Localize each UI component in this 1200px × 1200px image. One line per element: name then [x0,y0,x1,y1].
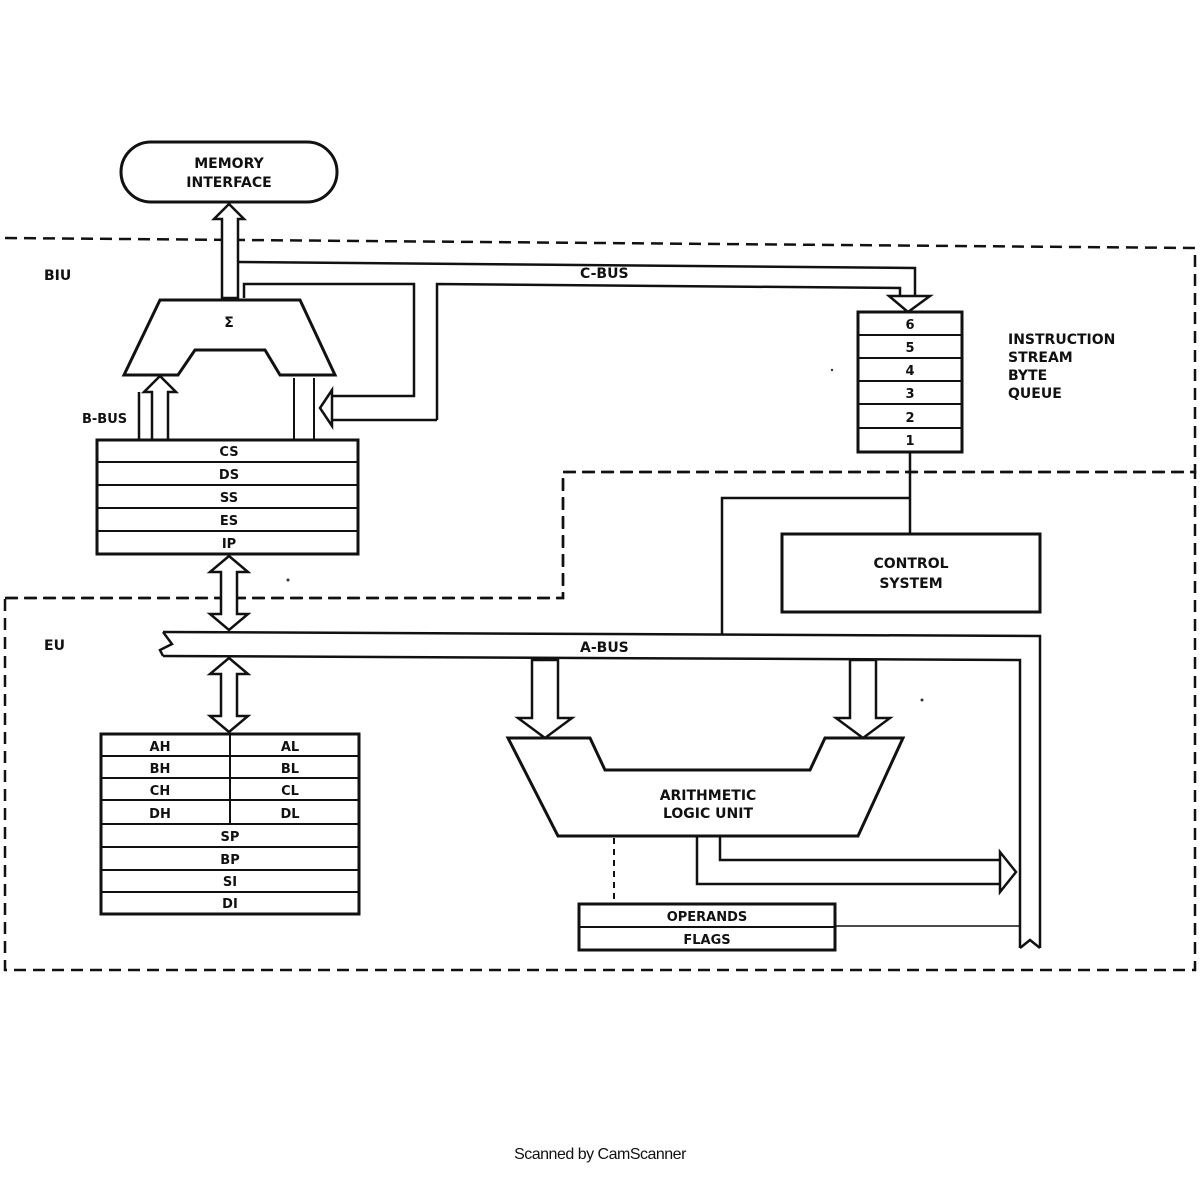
operands-label: OPERANDS [667,910,748,925]
a-bus-register-arrow [206,656,252,734]
eu-label: EU [44,638,65,654]
memory-interface-box [119,140,339,204]
a-bus-label: A-BUS [580,640,629,656]
flags-label: FLAGS [683,933,730,948]
register-ch: CH [150,784,170,799]
eu-boundary [3,470,1197,972]
scanner-watermark: Scanned by CamScanner [514,1146,686,1163]
control-system-box [780,532,1042,614]
register-dl: DL [280,807,299,822]
c-bus-lower-line [435,282,902,420]
adder-feed-line-outer [242,282,416,398]
register-dh: DH [149,807,171,822]
register-cl: CL [281,784,299,799]
queue-byte-2: 2 [905,411,914,426]
scan-speck [830,368,834,372]
queue-byte-4: 4 [905,364,914,379]
register-bh: BH [150,762,171,777]
memory-bus-arrow [210,202,248,300]
queue-byte-6: 6 [905,318,914,333]
register-cs: CS [219,445,238,460]
b-bus-label: B-BUS [82,412,127,427]
arithmetic-logic-unit [505,736,906,838]
biu-eu-link-arrow [206,554,252,632]
operands-flags-block: OPERANDS FLAGS [577,902,837,952]
c-bus-label: C-BUS [580,266,629,282]
alu-input-left-arrow [514,658,576,740]
memory-interface-line-1: MEMORY [194,156,264,172]
scan-speck [920,698,924,702]
queue-byte-3: 3 [905,387,914,402]
register-ip: IP [222,537,236,552]
queue-label-line-3: BYTE [1008,368,1047,384]
control-system-line-1: CONTROL [873,556,948,572]
control-link-line [720,496,910,634]
a-bus-lower-line [162,654,1022,948]
address-adder [121,298,338,377]
queue-byte-5: 5 [905,341,914,356]
scan-speck [286,578,290,582]
register-bp: BP [220,853,239,868]
alu-output-line-upper [718,836,1000,862]
register-ds: DS [219,468,239,483]
segment-register-block: CS DS SS ES IP [95,438,360,556]
adder-feed-arrowhead [318,385,334,431]
register-di: DI [222,897,238,912]
a-bus-upper-line [162,630,1042,948]
alu-label-line-1: ARITHMETIC [660,788,757,804]
memory-interface-line-2: INTERFACE [186,175,271,191]
register-sp: SP [221,830,240,845]
b-bus-arrow [140,374,180,442]
register-es: ES [220,514,238,529]
alu-label-line-2: LOGIC UNIT [663,806,753,822]
queue-label-line-4: QUEUE [1008,386,1062,402]
c-bus-arrowhead [885,294,934,314]
register-ss: SS [220,491,238,506]
instruction-queue: 6 5 4 3 2 1 [856,310,964,454]
register-si: SI [223,875,237,890]
adder-label: Σ [224,315,234,331]
a-bus-left-end [158,631,174,657]
control-system-line-2: SYSTEM [879,576,942,592]
queue-byte-1: 1 [905,434,914,449]
c-bus-upper-line [237,260,917,296]
biu-label: BIU [44,268,71,284]
register-ah: AH [150,740,171,755]
alu-input-right-arrow [832,658,894,740]
alu-output-line-lower [695,836,1000,886]
register-bl: BL [281,762,299,777]
queue-label-line-2: STREAM [1008,350,1073,366]
register-al: AL [281,740,299,755]
a-bus-bottom-end [1019,938,1041,949]
queue-label-line-1: INSTRUCTION [1008,332,1115,348]
alu-output-arrowhead [998,848,1018,896]
general-register-block: AH AL BH BL CH CL DH DL SP BP SI DI [99,732,361,916]
